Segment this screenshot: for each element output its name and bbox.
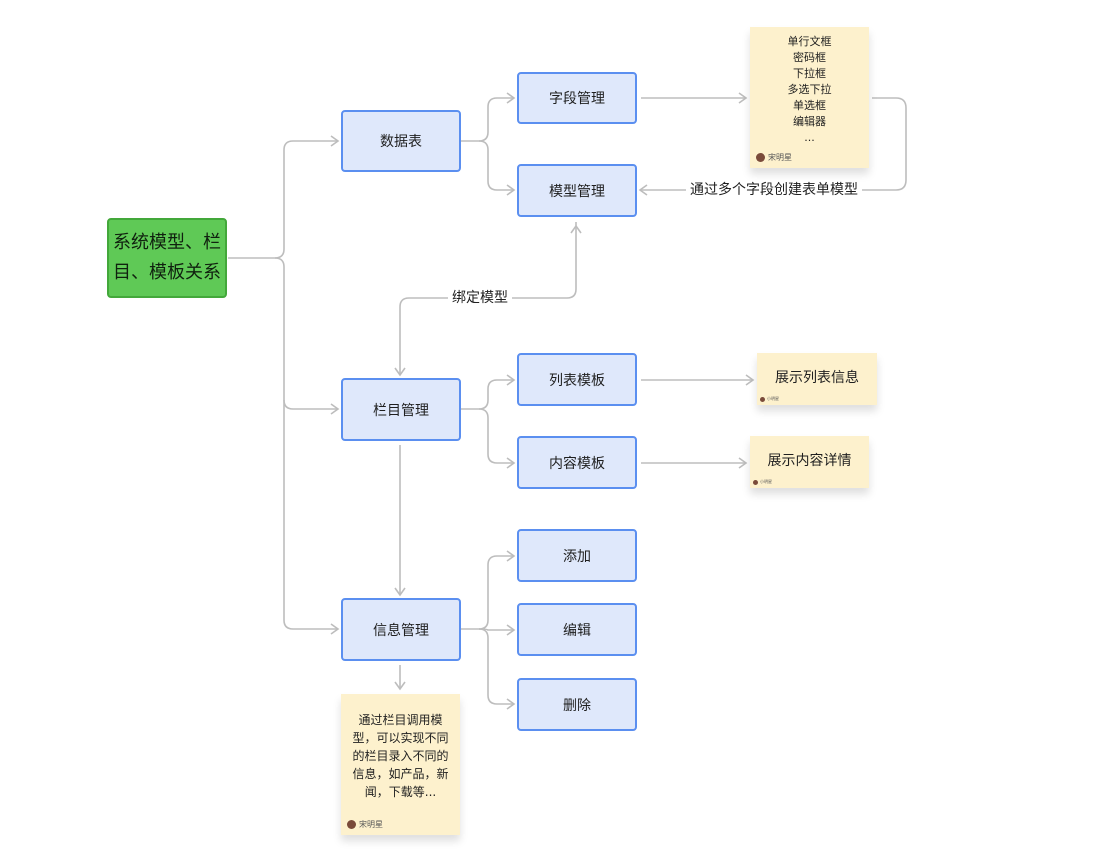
field-type-item: 下拉框	[793, 67, 826, 80]
field-type-item: 编辑器	[793, 115, 826, 128]
edit-node[interactable]: 编辑	[517, 603, 637, 656]
note-author-name: 小明星	[760, 479, 772, 484]
datatable-to-field-link	[461, 92, 516, 142]
info-to-delete-link	[478, 628, 516, 710]
model-manage-node[interactable]: 模型管理	[517, 164, 637, 217]
datatable-to-model-link	[478, 140, 516, 196]
root-to-column-link	[283, 267, 340, 415]
column-to-content-link	[478, 408, 516, 469]
note-author-name: 宋明星	[768, 153, 792, 162]
note-to-model-link	[638, 97, 907, 196]
note-author: 小明星	[760, 396, 779, 402]
create-model-edge-label: 通过多个字段创建表单模型	[686, 181, 862, 199]
avatar-icon	[756, 153, 765, 162]
note-author: 小明星	[753, 479, 772, 485]
list-info-text: 展示列表信息	[775, 370, 859, 386]
field-type-item: 单选框	[793, 99, 826, 112]
field-types-list: 单行文框 密码框 下拉框 多选下拉 单选框 编辑器 ...	[750, 27, 869, 146]
list-template-node[interactable]: 列表模板	[517, 353, 637, 406]
root-link-trunk	[228, 135, 340, 259]
add-node[interactable]: 添加	[517, 529, 637, 582]
avatar-icon	[753, 479, 758, 485]
content-detail-note[interactable]: 展示内容详情 小明星	[750, 436, 869, 488]
root-to-info-link	[283, 400, 340, 635]
root-node[interactable]: 系统模型、栏目、模板关系	[107, 218, 227, 298]
info-desc-note[interactable]: 通过栏目调用模型，可以实现不同的栏目录入不同的信息，如产品，新闻，下载等... …	[341, 694, 460, 835]
root-label: 系统模型、栏目、模板关系	[113, 232, 221, 283]
field-manage-label: 字段管理	[549, 91, 605, 107]
field-types-note[interactable]: 单行文框 密码框 下拉框 多选下拉 单选框 编辑器 ... 宋明星	[750, 27, 869, 168]
field-type-item: 单行文框	[787, 35, 832, 48]
data-table-label: 数据表	[380, 134, 422, 150]
bind-model-edge-label: 绑定模型	[448, 289, 512, 307]
field-type-item: 密码框	[793, 51, 826, 64]
add-label: 添加	[563, 548, 591, 565]
info-desc-text: 通过栏目调用模型，可以实现不同的栏目录入不同的信息，如产品，新闻，下载等...	[352, 713, 449, 799]
edit-label: 编辑	[563, 622, 591, 639]
content-template-node[interactable]: 内容模板	[517, 436, 637, 489]
info-to-add-link	[461, 550, 516, 630]
list-template-label: 列表模板	[549, 372, 605, 389]
list-info-note[interactable]: 展示列表信息 小明星	[757, 353, 877, 405]
model-manage-label: 模型管理	[549, 183, 605, 200]
delete-node[interactable]: 删除	[517, 678, 637, 731]
field-type-item: ...	[804, 131, 815, 144]
content-detail-text: 展示内容详情	[767, 453, 852, 469]
info-manage-label: 信息管理	[373, 622, 429, 639]
note-author: 宋明星	[347, 819, 383, 830]
data-table-node[interactable]: 数据表	[341, 110, 461, 172]
content-template-label: 内容模板	[549, 455, 605, 472]
note-author-name: 宋明星	[359, 820, 383, 829]
column-to-list-link	[461, 374, 516, 410]
note-author: 宋明星	[756, 152, 792, 163]
avatar-icon	[347, 820, 356, 829]
delete-label: 删除	[563, 697, 591, 714]
column-manage-node[interactable]: 栏目管理	[341, 378, 461, 441]
column-manage-label: 栏目管理	[373, 402, 429, 419]
field-type-item: 多选下拉	[787, 83, 832, 96]
info-manage-node[interactable]: 信息管理	[341, 598, 461, 661]
note-author-name: 小明星	[767, 396, 779, 401]
field-manage-node[interactable]: 字段管理	[517, 72, 637, 124]
avatar-icon	[760, 396, 765, 402]
